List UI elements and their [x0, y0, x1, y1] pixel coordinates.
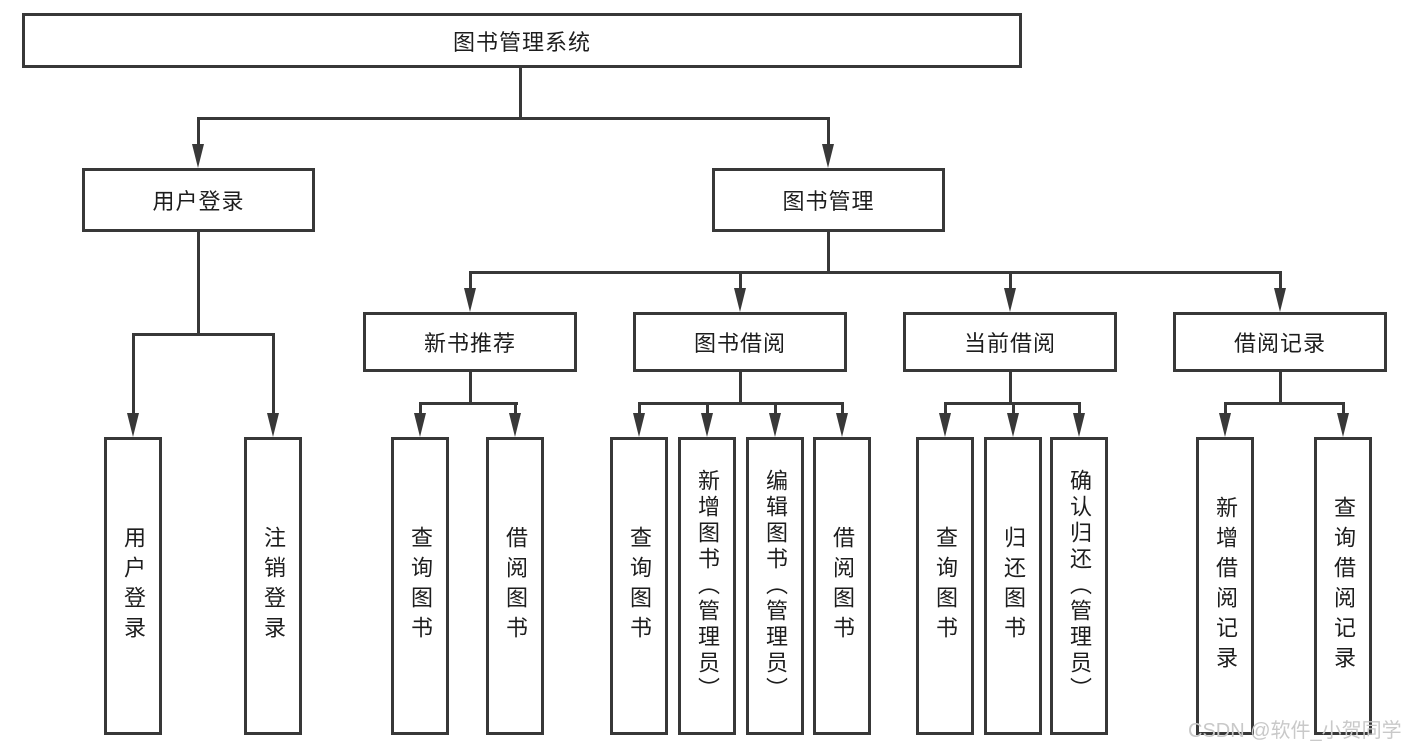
node-book-borrow: 图书借阅	[633, 312, 847, 372]
arrow-to-query-borrow-record-icon	[1337, 413, 1349, 437]
node-leaf-query-books-1-label: 查询图书	[408, 526, 433, 646]
node-leaf-add-borrow-record: 新增借阅记录	[1196, 437, 1254, 735]
node-current-borrow-label: 当前借阅	[963, 331, 1056, 356]
node-leaf-query-books-2-label: 查询图书	[627, 526, 652, 646]
connector-to-login-leaf	[132, 333, 135, 415]
node-leaf-query-books-3-label: 查询图书	[933, 526, 958, 646]
node-borrow-records: 借阅记录	[1173, 312, 1387, 372]
node-leaf-add-books-admin-label: 新增图书（管理员）	[695, 469, 720, 703]
node-leaf-edit-books-admin: 编辑图书（管理员）	[746, 437, 804, 735]
connector-borrow-records-stem	[1279, 372, 1282, 405]
node-leaf-edit-books-admin-label: 编辑图书（管理员）	[763, 469, 788, 703]
node-leaf-user-login-label: 用户登录	[121, 526, 146, 646]
connector-book-borrow-branch	[638, 402, 844, 405]
node-leaf-query-books-2: 查询图书	[610, 437, 668, 735]
arrow-to-book-borrow-icon	[734, 288, 746, 312]
node-current-borrow: 当前借阅	[903, 312, 1117, 372]
node-new-book-recommend: 新书推荐	[363, 312, 577, 372]
connector-root-branch	[197, 117, 830, 120]
csdn-watermark: CSDN @软件_小贺同学	[1188, 720, 1402, 742]
node-leaf-add-books-admin: 新增图书（管理员）	[678, 437, 736, 735]
node-leaf-borrow-books-2-label: 借阅图书	[830, 526, 855, 646]
node-leaf-logout-label: 注销登录	[261, 526, 286, 646]
connector-to-logout-leaf	[272, 333, 275, 415]
connector-to-book-borrow	[739, 271, 742, 291]
arrow-to-new-book-icon	[464, 288, 476, 312]
arrow-to-login-leaf-icon	[127, 413, 139, 437]
node-leaf-borrow-books-2: 借阅图书	[813, 437, 871, 735]
node-book-management: 图书管理	[712, 168, 945, 232]
connector-book-management-stem	[827, 232, 830, 274]
connector-to-edit-books	[774, 402, 777, 416]
connector-to-borrow-records	[1279, 271, 1282, 291]
connector-to-borrow-books-2	[841, 402, 844, 416]
node-new-book-recommend-label: 新书推荐	[423, 331, 516, 356]
arrow-to-confirm-return-icon	[1073, 413, 1085, 437]
connector-to-borrow-books-1	[514, 402, 517, 416]
arrow-to-book-management-icon	[822, 144, 834, 168]
arrow-to-borrow-books-2-icon	[836, 413, 848, 437]
connector-book-management-branch	[469, 271, 1282, 274]
connector-root-to-book-management	[827, 117, 830, 147]
node-root-label: 图书管理系统	[452, 29, 591, 55]
arrow-to-current-borrow-icon	[1004, 288, 1016, 312]
connector-book-borrow-stem	[739, 372, 742, 405]
node-book-borrow-label: 图书借阅	[693, 331, 786, 356]
connector-borrow-records-branch	[1224, 402, 1345, 405]
arrow-to-add-books-icon	[701, 413, 713, 437]
connector-to-query-borrow-record	[1342, 402, 1345, 416]
connector-user-login-stem	[197, 232, 200, 336]
node-leaf-query-borrow-record: 查询借阅记录	[1314, 437, 1372, 735]
connector-to-query-books-3	[944, 402, 947, 416]
arrow-to-query-books-3-icon	[939, 413, 951, 437]
node-leaf-confirm-return-admin: 确认归还（管理员）	[1050, 437, 1108, 735]
node-leaf-borrow-books-1-label: 借阅图书	[503, 526, 528, 646]
node-leaf-query-borrow-record-label: 查询借阅记录	[1331, 496, 1356, 676]
node-leaf-logout: 注销登录	[244, 437, 302, 735]
node-leaf-user-login: 用户登录	[104, 437, 162, 735]
arrow-to-user-login-icon	[192, 144, 204, 168]
arrow-to-edit-books-icon	[769, 413, 781, 437]
arrow-to-return-books-icon	[1007, 413, 1019, 437]
node-book-management-label: 图书管理	[782, 189, 875, 214]
arrow-to-add-borrow-record-icon	[1219, 413, 1231, 437]
node-root: 图书管理系统	[22, 13, 1022, 68]
arrow-to-query-books-2-icon	[633, 413, 645, 437]
connector-root-stem	[519, 68, 522, 118]
node-leaf-borrow-books-1: 借阅图书	[486, 437, 544, 735]
connector-new-book-stem	[469, 372, 472, 405]
node-leaf-query-books-3: 查询图书	[916, 437, 974, 735]
connector-to-confirm-return	[1078, 402, 1081, 416]
connector-to-new-book	[469, 271, 472, 291]
connector-to-current-borrow	[1009, 271, 1012, 291]
node-user-login-label: 用户登录	[152, 189, 245, 214]
node-leaf-query-books-1: 查询图书	[391, 437, 449, 735]
node-leaf-add-borrow-record-label: 新增借阅记录	[1213, 496, 1238, 676]
connector-root-to-user-login	[197, 117, 200, 147]
connector-current-borrow-stem	[1009, 372, 1012, 405]
connector-to-query-books-2	[638, 402, 641, 416]
arrow-to-logout-leaf-icon	[267, 413, 279, 437]
node-leaf-return-books: 归还图书	[984, 437, 1042, 735]
node-user-login: 用户登录	[82, 168, 315, 232]
node-leaf-confirm-return-admin-label: 确认归还（管理员）	[1067, 469, 1092, 703]
connector-new-book-branch	[419, 402, 518, 405]
connector-to-add-borrow-record	[1224, 402, 1227, 416]
arrow-to-borrow-books-1-icon	[509, 413, 521, 437]
arrow-to-borrow-records-icon	[1274, 288, 1286, 312]
arrow-to-query-books-1-icon	[414, 413, 426, 437]
connector-user-login-branch	[132, 333, 275, 336]
connector-to-query-books-1	[419, 402, 422, 416]
connector-to-return-books	[1012, 402, 1015, 416]
connector-to-add-books	[706, 402, 709, 416]
node-leaf-return-books-label: 归还图书	[1001, 526, 1026, 646]
node-borrow-records-label: 借阅记录	[1233, 331, 1326, 356]
